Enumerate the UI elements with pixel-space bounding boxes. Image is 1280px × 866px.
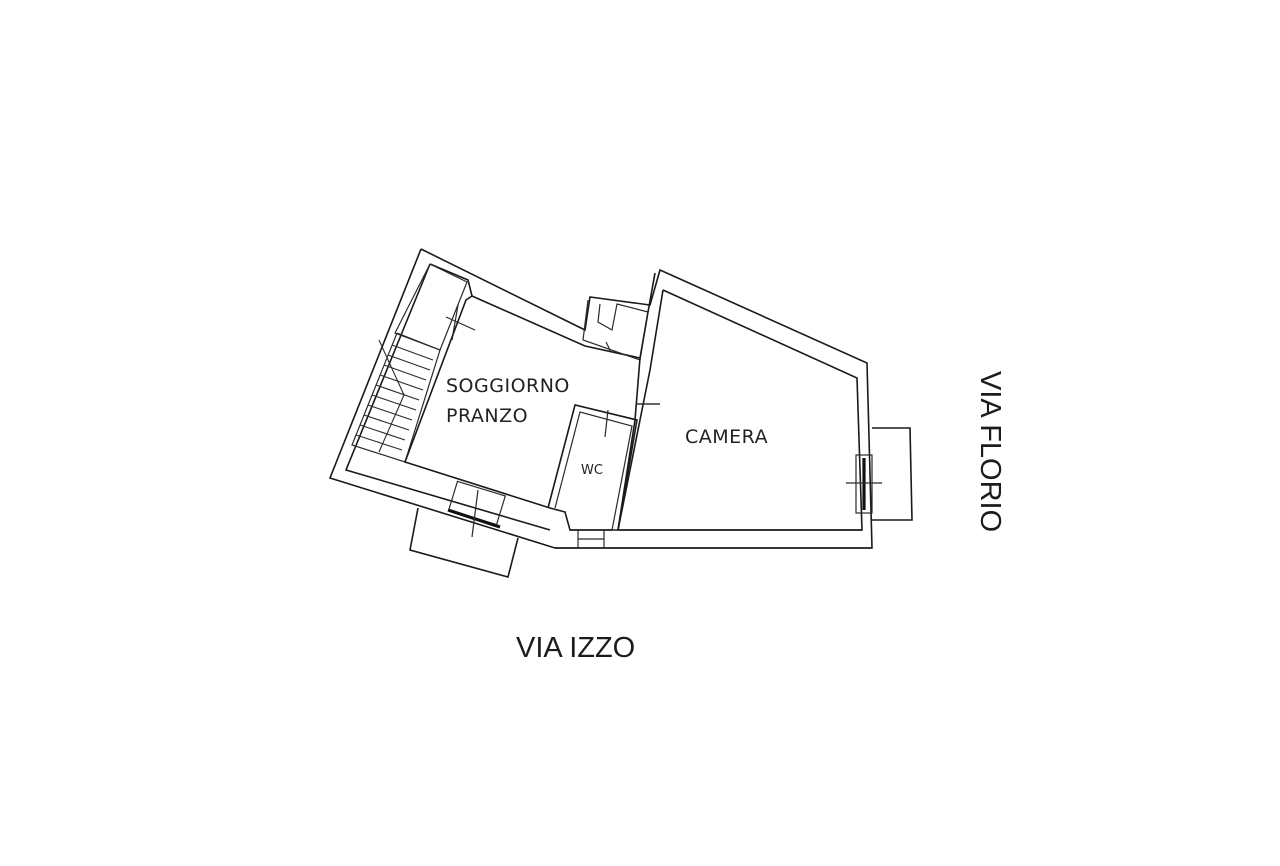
room-label-soggiorno: SOGGIORNO: [446, 375, 570, 397]
room-label-camera: CAMERA: [685, 426, 769, 448]
street-label-via-izzo: VIA IZZO: [516, 632, 636, 664]
balcony-south: [409, 480, 519, 578]
street-label-via-florio: VIA FLORIO: [974, 371, 1006, 533]
room-label-wc: WC: [581, 463, 603, 478]
room-label-pranzo: PRANZO: [446, 405, 529, 427]
outer-walls: [328, 248, 873, 549]
wc-walls: [547, 403, 660, 531]
bottom-wall-band: [555, 529, 872, 549]
staircase: [351, 263, 476, 463]
utility-closet: [582, 299, 649, 361]
balcony-east: [846, 427, 913, 521]
bedroom-walls: [617, 272, 863, 531]
